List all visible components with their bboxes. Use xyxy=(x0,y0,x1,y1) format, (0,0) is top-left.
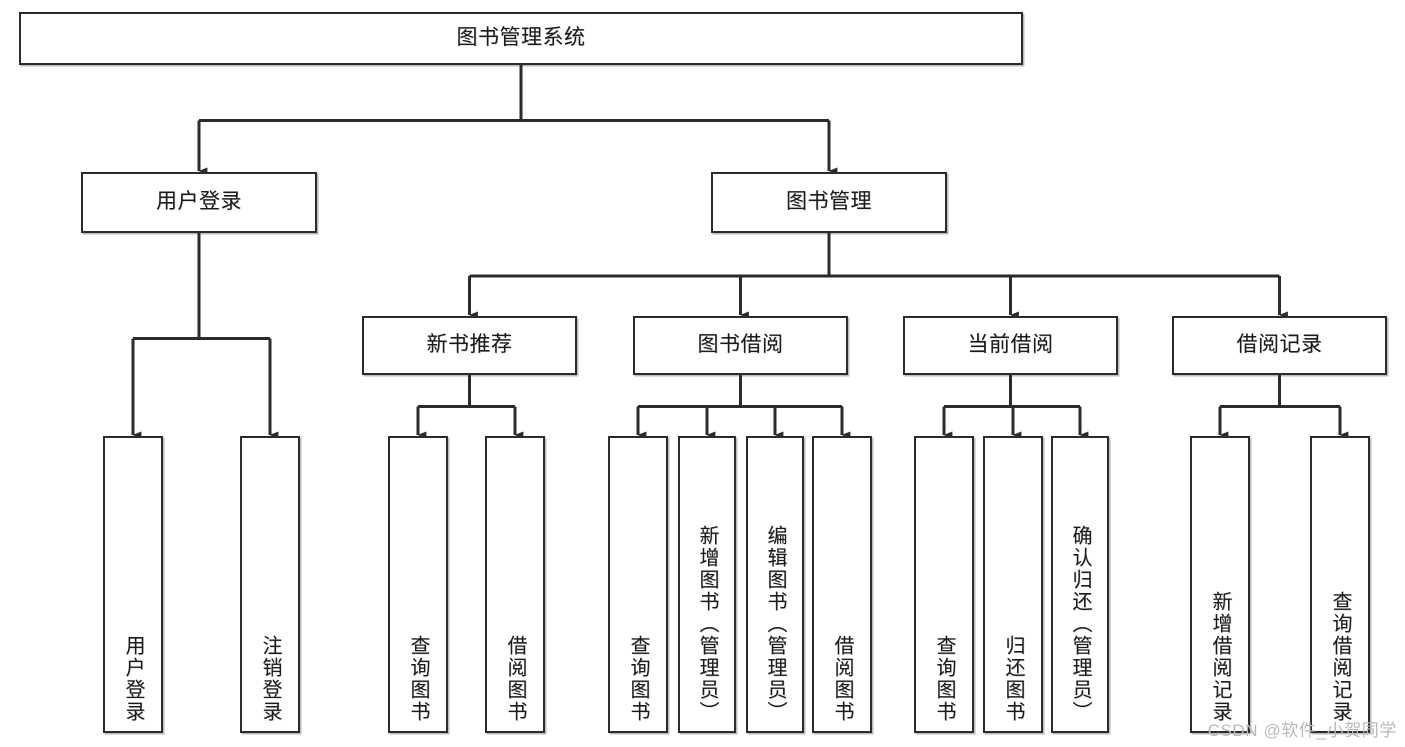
node-box-leaf9[interactable]: 查询图书 xyxy=(914,436,974,733)
node-box-bookmgmt[interactable]: 图书管理 xyxy=(711,172,947,233)
node-label-leaf13: 查询借阅记录 xyxy=(1329,591,1351,723)
node-box-leaf8[interactable]: 借阅图书 xyxy=(812,436,872,733)
node-label-borrow: 图书借阅 xyxy=(697,333,784,357)
node-label-leaf11: 确认归还（管理员） xyxy=(1069,525,1091,723)
node-label-records: 借阅记录 xyxy=(1236,333,1323,357)
node-label-leaf5: 查询图书 xyxy=(627,635,649,723)
node-label-leaf6: 新增图书（管理员） xyxy=(696,525,718,723)
node-label-root: 图书管理系统 xyxy=(456,26,586,50)
node-box-leaf4[interactable]: 借阅图书 xyxy=(485,436,545,733)
node-label-leaf9: 查询图书 xyxy=(933,635,955,723)
node-box-leaf3[interactable]: 查询图书 xyxy=(388,436,448,733)
node-label-login: 用户登录 xyxy=(156,190,242,214)
node-label-leaf8: 借阅图书 xyxy=(831,635,853,723)
node-box-leaf11[interactable]: 确认归还（管理员） xyxy=(1051,436,1109,733)
node-box-leaf12[interactable]: 新增借阅记录 xyxy=(1190,436,1250,733)
node-label-leaf12: 新增借阅记录 xyxy=(1209,591,1231,723)
node-label-leaf3: 查询图书 xyxy=(407,635,429,723)
node-box-newbook[interactable]: 新书推荐 xyxy=(362,316,577,375)
node-label-leaf4: 借阅图书 xyxy=(504,635,526,723)
node-label-newbook: 新书推荐 xyxy=(426,333,513,357)
node-box-leaf10[interactable]: 归还图书 xyxy=(983,436,1043,733)
node-label-bookmgmt: 图书管理 xyxy=(786,190,872,214)
node-box-login[interactable]: 用户登录 xyxy=(81,172,317,233)
node-box-current[interactable]: 当前借阅 xyxy=(903,316,1118,375)
node-box-leaf2[interactable]: 注销登录 xyxy=(240,436,300,733)
node-label-current: 当前借阅 xyxy=(967,333,1054,357)
node-box-leaf13[interactable]: 查询借阅记录 xyxy=(1310,436,1370,733)
node-box-leaf6[interactable]: 新增图书（管理员） xyxy=(678,436,736,733)
node-box-records[interactable]: 借阅记录 xyxy=(1172,316,1387,375)
node-label-leaf7: 编辑图书（管理员） xyxy=(764,525,786,723)
node-box-root[interactable]: 图书管理系统 xyxy=(19,12,1023,65)
node-label-leaf10: 归还图书 xyxy=(1002,635,1024,723)
node-label-leaf1: 用户登录 xyxy=(122,635,144,723)
node-box-leaf1[interactable]: 用户登录 xyxy=(103,436,163,733)
node-box-leaf7[interactable]: 编辑图书（管理员） xyxy=(746,436,804,733)
node-box-leaf5[interactable]: 查询图书 xyxy=(608,436,668,733)
node-box-borrow[interactable]: 图书借阅 xyxy=(633,316,848,375)
node-label-leaf2: 注销登录 xyxy=(259,635,281,723)
